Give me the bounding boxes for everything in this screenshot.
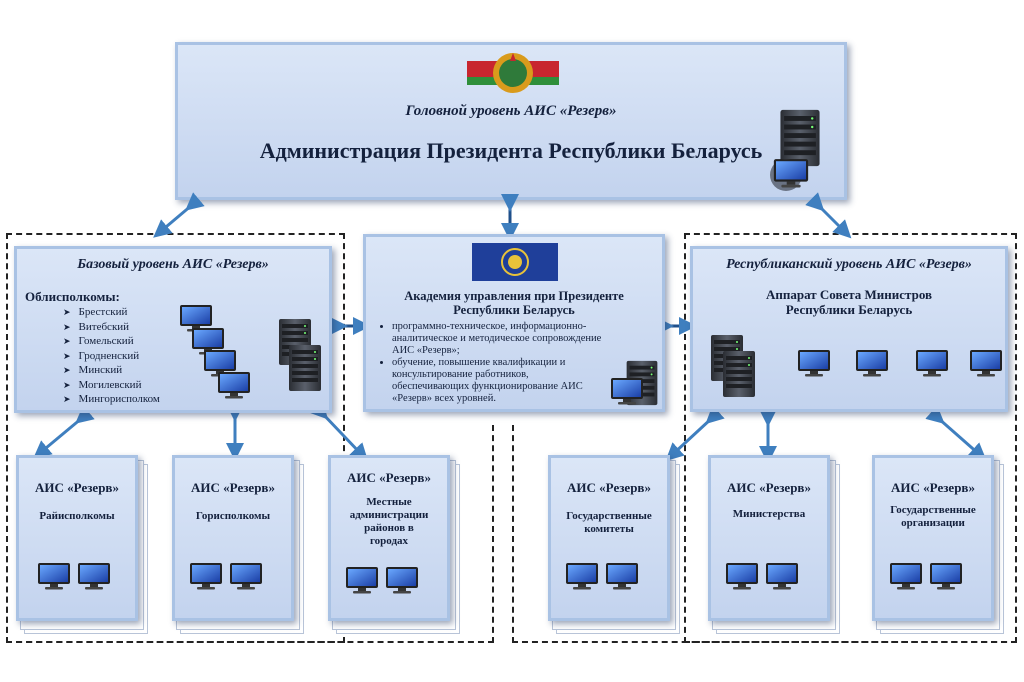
monitor-icon (915, 349, 949, 377)
academy-box: Академия управления при Президенте Респу… (363, 234, 665, 412)
republic-level-title: Республиканский уровень АИС «Резерв» (726, 257, 972, 272)
server-icon (721, 349, 757, 399)
sub-box-ministries: АИС «Резерв» Министерства (708, 455, 830, 621)
monitor-icon (217, 371, 251, 399)
sub-box-state-orgs: АИС «Резерв» Государственные организации (872, 455, 994, 621)
academy-logo-icon (472, 243, 558, 281)
republic-group-frame-lower (512, 425, 1017, 643)
sub-box-body: Местные администрации районов в городах (349, 496, 429, 547)
head-level-subtitle: Головной уровень АИС «Резерв» (405, 103, 617, 119)
sub-box-state-committees: АИС «Резерв» Государственные комитеты (548, 455, 670, 621)
sub-box-head: АИС «Резерв» (347, 470, 431, 485)
sub-box-body: Райисполкомы (39, 510, 115, 522)
monitor-icon (565, 562, 599, 590)
academy-title: Академия управления при Президенте Респу… (404, 289, 624, 317)
arrow-top-right (805, 192, 852, 239)
sub-box-gorispolkomy: АИС «Резерв» Горисполкомы (172, 455, 294, 621)
server-globe-icon (770, 109, 820, 191)
oblast-item: Витебский (63, 320, 160, 335)
monitor-icon (929, 562, 963, 590)
arrow-top-left (153, 192, 205, 238)
monitor-icon (77, 562, 111, 590)
monitor-icon (345, 566, 379, 594)
republic-level-box: Республиканский уровень АИС «Резерв» Апп… (690, 246, 1008, 412)
monitor-icon (37, 562, 71, 590)
server-icon (611, 360, 658, 406)
monitor-icon (855, 349, 889, 377)
academy-bullets: программно-техническое, информационно-ан… (376, 321, 602, 405)
oblast-item: Мингорисполком (63, 392, 160, 407)
base-group-frame-lower (6, 425, 494, 643)
academy-bullet: обучение, повышение квалификации и консу… (392, 357, 602, 405)
oblast-heading: Облисполкомы: (25, 289, 120, 304)
sub-box-head: АИС «Резерв» (891, 480, 975, 495)
monitor-icon (189, 562, 223, 590)
base-level-title: Базовый уровень АИС «Резерв» (77, 257, 269, 272)
monitor-icon (385, 566, 419, 594)
monitor-icon (797, 349, 831, 377)
oblast-item: Гродненский (63, 349, 160, 364)
sub-box-raiispolkomy: АИС «Резерв» Райисполкомы (16, 455, 138, 621)
head-level-box: Головной уровень АИС «Резерв» Администра… (175, 42, 847, 200)
sub-box-head: АИС «Резерв» (35, 480, 119, 495)
belarus-emblem-icon (467, 53, 559, 93)
oblast-item: Гомельский (63, 334, 160, 349)
academy-bullet: программно-техническое, информационно-ан… (392, 321, 602, 357)
sub-box-head: АИС «Резерв» (727, 480, 811, 495)
monitor-icon (889, 562, 923, 590)
sub-box-head: АИС «Резерв» (567, 480, 651, 495)
sub-box-body: Министерства (732, 508, 806, 520)
server-icon (287, 343, 323, 393)
monitor-icon (605, 562, 639, 590)
oblast-item: Могилевский (63, 378, 160, 393)
sub-box-body: Горисполкомы (195, 510, 271, 522)
monitor-icon (765, 562, 799, 590)
base-level-box: Базовый уровень АИС «Резерв» Облисполком… (14, 246, 332, 413)
sub-box-body: Государственные организации (890, 504, 976, 529)
oblast-list: Брестский Витебский Гомельский Гродненск… (63, 305, 160, 407)
republic-subtitle: Аппарат Совета Министров Республики Бела… (765, 287, 933, 317)
monitor-icon (725, 562, 759, 590)
sub-box-body: Государственные комитеты (566, 510, 652, 535)
oblast-item: Брестский (63, 305, 160, 320)
oblast-item: Минский (63, 363, 160, 378)
head-level-title: Администрация Президента Республики Бела… (259, 138, 763, 163)
sub-box-head: АИС «Резерв» (191, 480, 275, 495)
monitor-icon (229, 562, 263, 590)
monitor-icon (969, 349, 1003, 377)
sub-box-local-admin: АИС «Резерв» Местные администрации район… (328, 455, 450, 621)
